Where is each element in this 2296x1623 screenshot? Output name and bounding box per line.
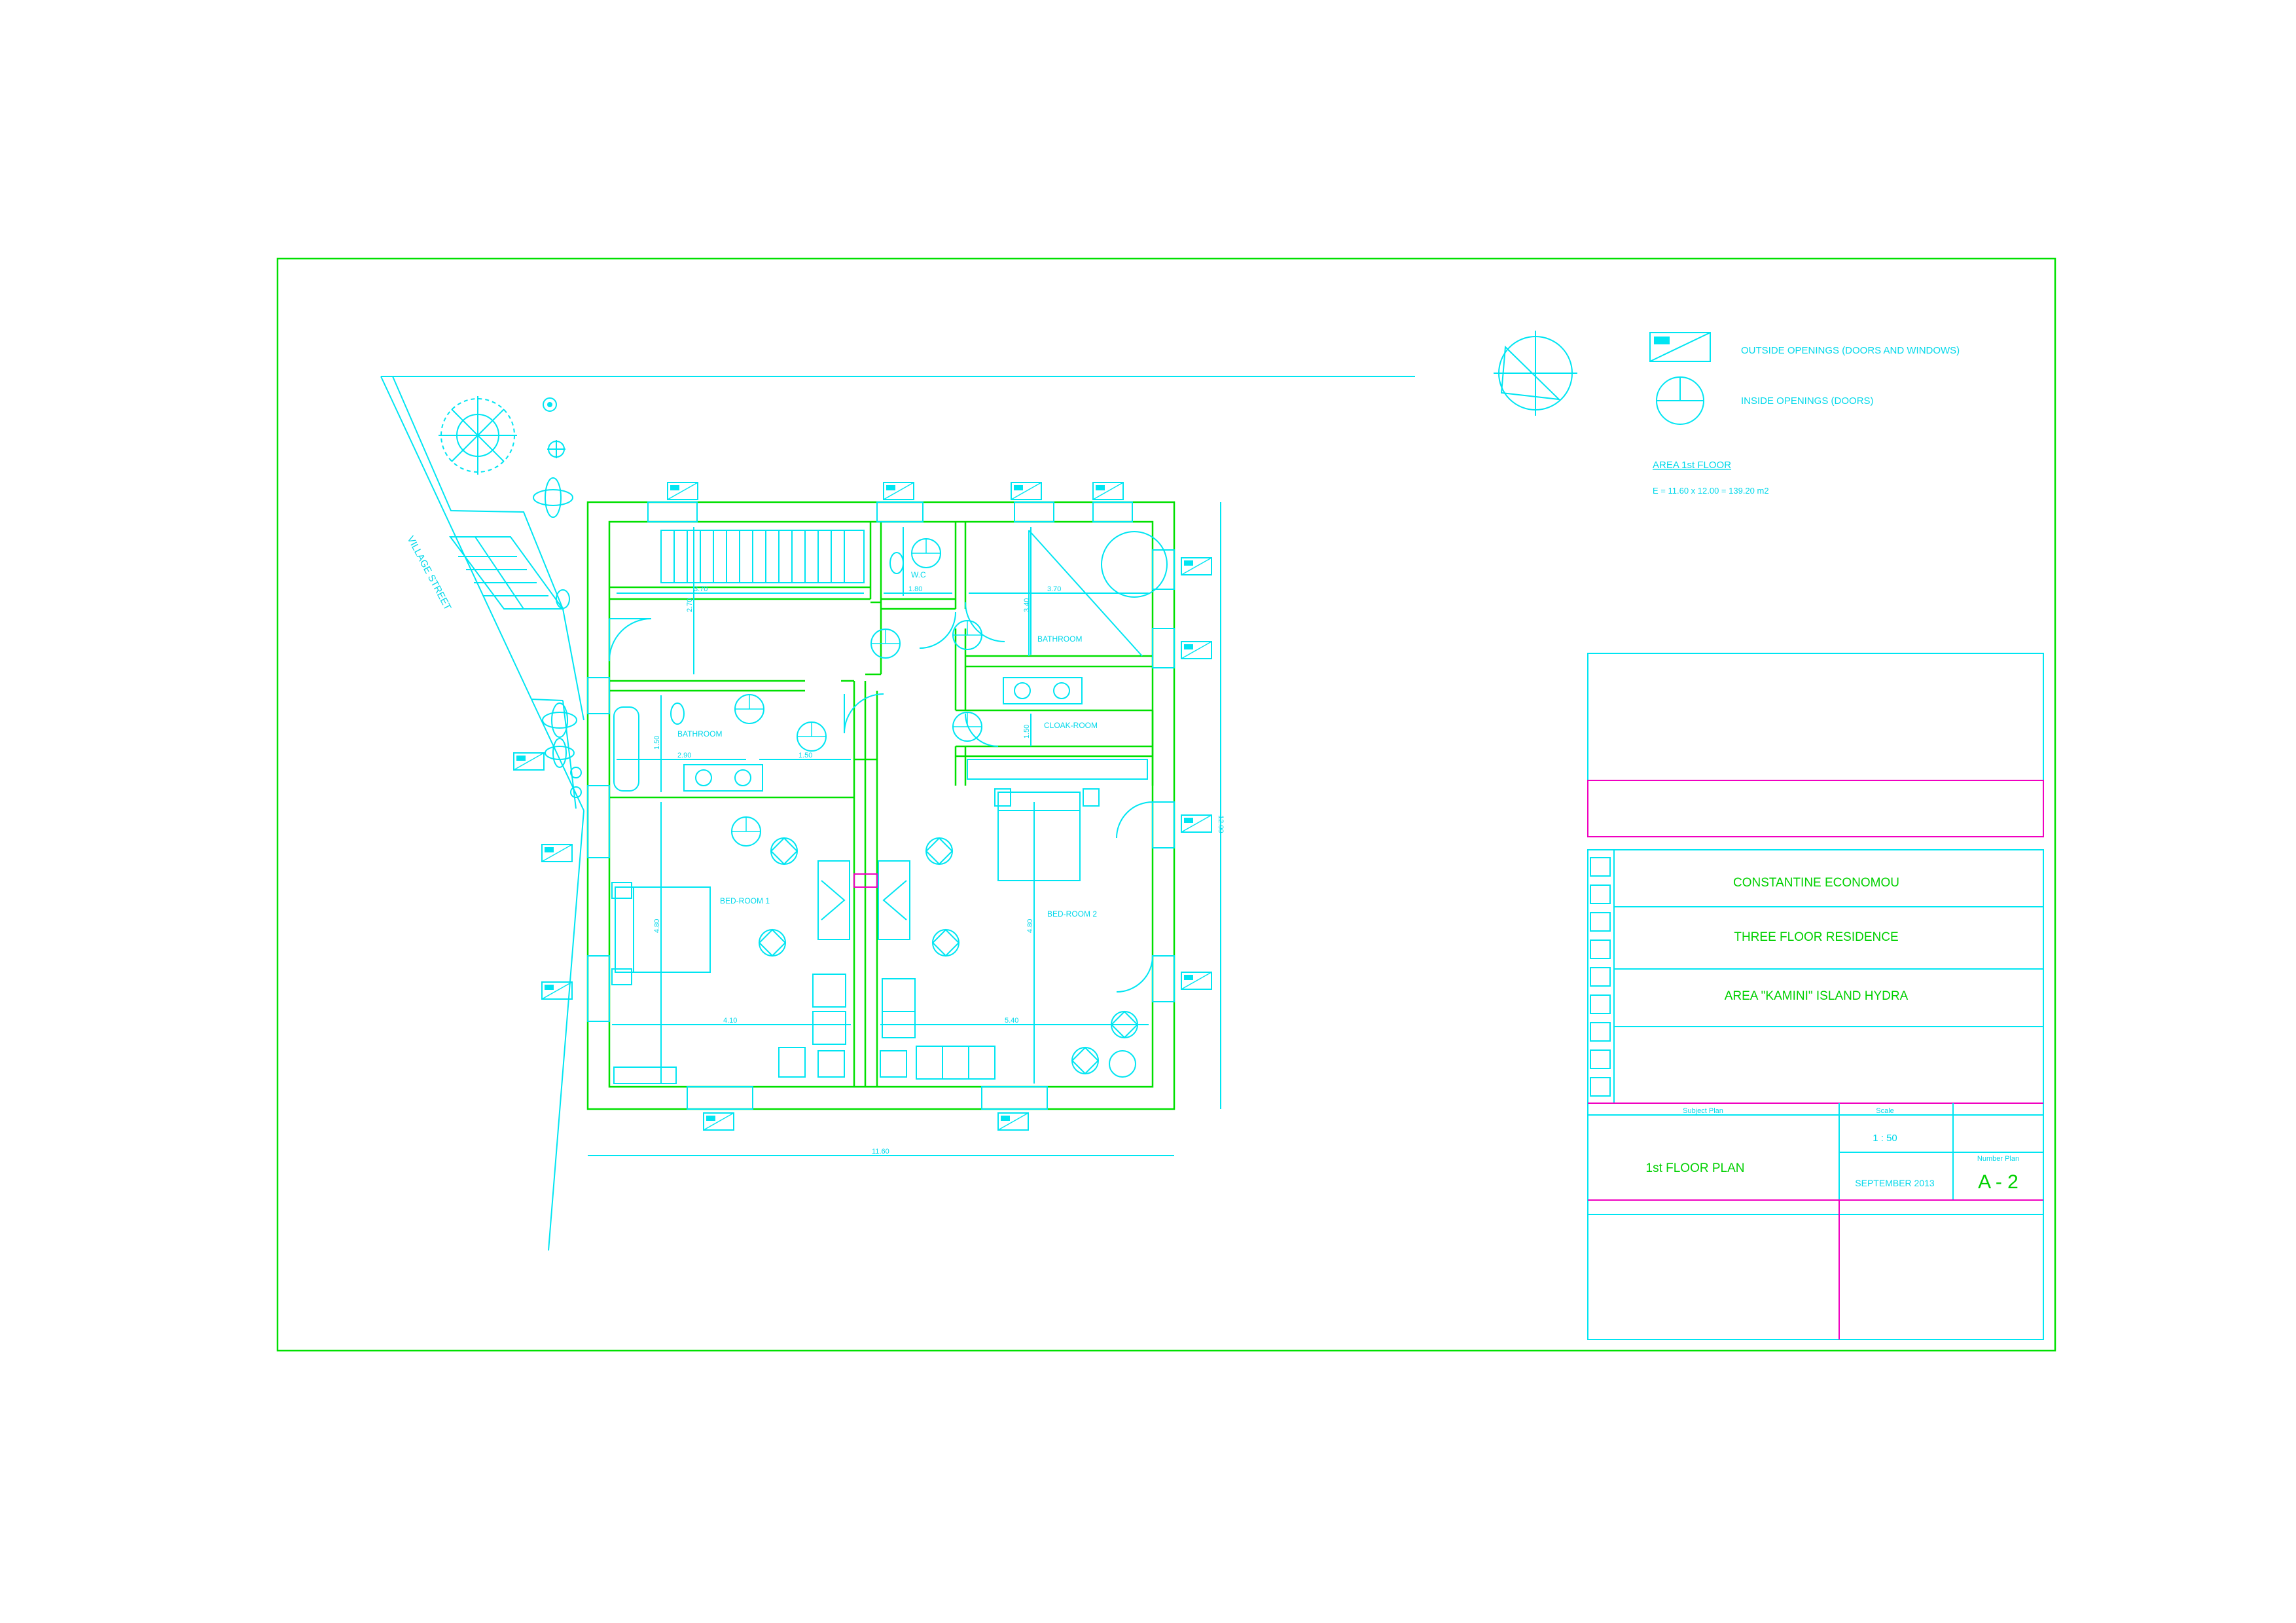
plant-icon (543, 397, 565, 458)
legend-inside-openings: INSIDE OPENINGS (DOORS) (1741, 395, 1874, 407)
interior-stairs (660, 530, 865, 583)
title-location: AREA "KAMINI" ISLAND HYDRA (1725, 989, 1909, 1003)
legend-outside-openings: OUTSIDE OPENINGS (DOORS AND WINDOWS) (1741, 345, 1960, 356)
room-wc: W.C (911, 570, 926, 579)
title-project: THREE FLOOR RESIDENCE (1734, 930, 1898, 944)
outside-openings-icon (1649, 332, 1711, 362)
room-bed-room-2: BED-ROOM 2 (1047, 909, 1097, 919)
dim-cloak-depth: 1.50 (1023, 725, 1031, 739)
dim-bath1-width: 2.90 (677, 752, 691, 759)
site-lines (380, 376, 1415, 1251)
door-arcs (608, 602, 1153, 993)
dim-bed1-width: 4.10 (723, 1017, 737, 1025)
date-value: SEPTEMBER 2013 (1855, 1178, 1935, 1188)
bathroom-fixtures (613, 530, 1168, 792)
subject-plan-label: Subject Plan (1683, 1107, 1723, 1115)
dimension-lines (588, 502, 1221, 1156)
area-formula: E = 11.60 x 12.00 = 139.20 m2 (1653, 486, 1769, 496)
number-plan-label: Number Plan (1977, 1155, 2019, 1163)
dim-wc-width: 1.80 (908, 585, 922, 593)
dim-bed2-width: 5.40 (1005, 1017, 1018, 1025)
room-labels: BATHROOM W.C BATHROOM CLOAK-ROOM BED-ROO… (677, 570, 1098, 919)
title-block (1587, 653, 2044, 1340)
dim-bath2-depth: 3.40 (1023, 598, 1031, 612)
number-plan: A - 2 (1978, 1171, 2018, 1193)
area-title: AREA 1st FLOOR (1653, 460, 1731, 471)
street-stairs (449, 536, 564, 610)
dim-hall-depth: 2.70 (686, 598, 694, 612)
windows (513, 482, 1212, 1131)
scale-label: Scale (1876, 1107, 1894, 1115)
bedroom-furniture (611, 788, 1138, 1084)
room-cloak-room: CLOAK-ROOM (1044, 721, 1098, 730)
inside-openings-icon (1656, 376, 1704, 425)
inside-door-icons (731, 538, 982, 847)
room-bathroom-2: BATHROOM (1037, 634, 1082, 644)
dim-bed1-depth: 4.80 (653, 919, 661, 933)
street-label: VILLAGE STREET (404, 534, 453, 612)
scale-value: 1 : 50 (1873, 1133, 1897, 1144)
tree-icon (439, 396, 517, 475)
north-arrow-icon (1494, 331, 1577, 416)
dim-passage-width: 1.50 (798, 752, 812, 759)
subject-plan: 1st FLOOR PLAN (1646, 1161, 1745, 1175)
room-bathroom-1: BATHROOM (677, 729, 722, 739)
room-bed-room-1: BED-ROOM 1 (720, 896, 770, 905)
dim-bath1-depth: 1.50 (653, 736, 661, 750)
wall-openings (587, 501, 1175, 1110)
dim-bath2-width: 3.70 (1047, 585, 1061, 593)
dimension-texts: 3.70 1.80 3.70 2.90 1.50 4.10 5.40 11.60… (653, 585, 1225, 1156)
dim-bed2-depth: 4.80 (1026, 919, 1034, 933)
dim-hall-width: 3.70 (694, 585, 708, 593)
dim-total-depth: 12.00 (1217, 815, 1225, 833)
flower-icon (533, 477, 582, 798)
sheet-border (276, 257, 2056, 1352)
title-block-texts: CONSTANTINE ECONOMOU THREE FLOOR RESIDEN… (1646, 876, 2020, 1193)
accent-opening (853, 873, 878, 888)
dim-total-width: 11.60 (872, 1148, 889, 1156)
title-owner: CONSTANTINE ECONOMOU (1733, 876, 1899, 890)
